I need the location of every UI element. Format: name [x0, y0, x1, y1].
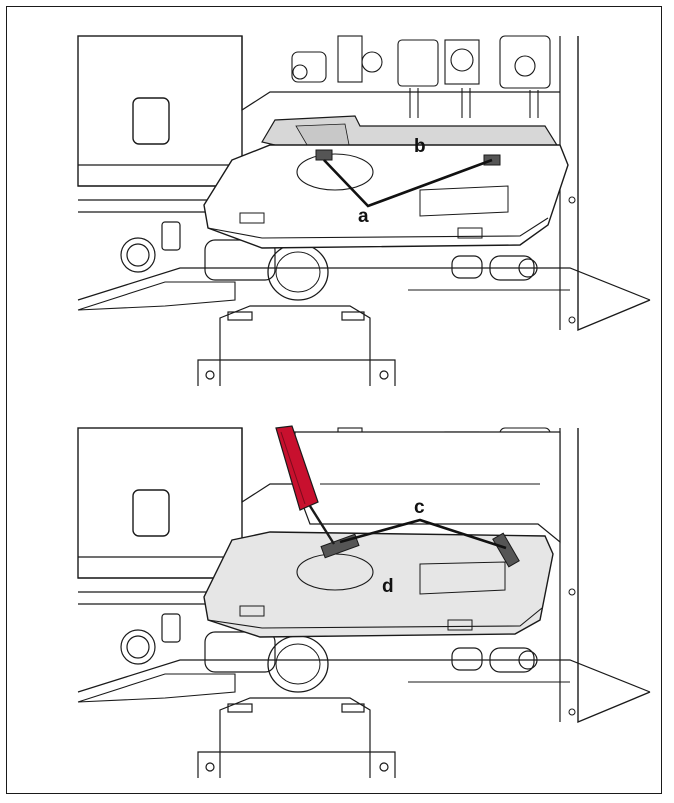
- callout-c: c: [414, 497, 425, 518]
- callout-d: d: [382, 576, 394, 597]
- top-panel: a b: [77, 35, 651, 387]
- chamber-cover-part-d: [203, 531, 554, 638]
- figure-frame: [6, 6, 662, 794]
- leader-line-c: [339, 518, 507, 550]
- chamber-cover-part-a: [203, 144, 569, 249]
- clip-right-icon: [492, 532, 520, 568]
- screwdriver-icon: [275, 425, 336, 545]
- bottom-panel: c d: [77, 425, 651, 779]
- rear-hood-raised: [294, 431, 561, 544]
- leader-line-a: [323, 158, 493, 208]
- callout-b: b: [414, 136, 426, 157]
- screw-left-icon: [315, 149, 333, 161]
- callout-a: a: [358, 206, 369, 227]
